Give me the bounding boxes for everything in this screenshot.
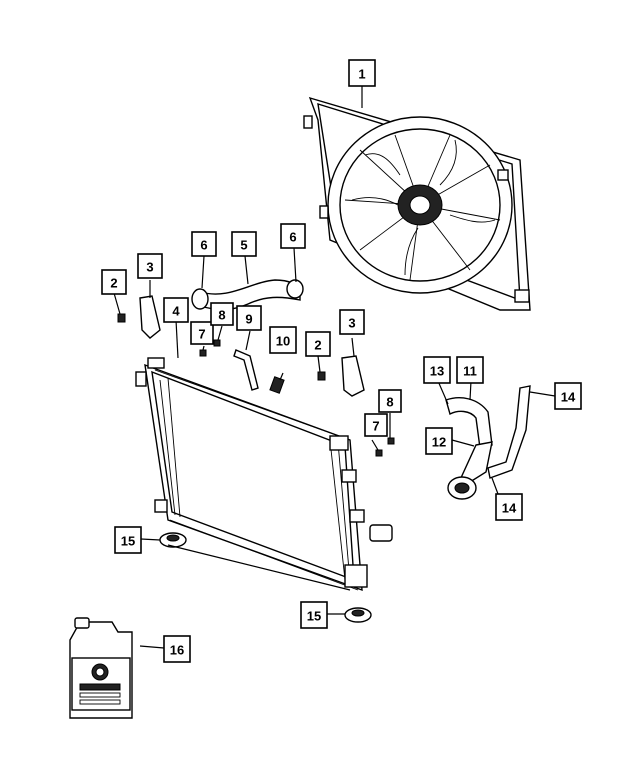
callout-c10: 10 [269, 326, 297, 354]
callout-box [339, 309, 365, 335]
leader-lines [113, 86, 556, 649]
callout-c8a: 8 [210, 302, 234, 326]
callout-box [137, 253, 163, 279]
callout-box [163, 297, 189, 323]
callout-number: 7 [198, 327, 205, 342]
callout-c15b: 15 [300, 601, 328, 629]
callout-c7a: 7 [190, 321, 214, 345]
callout-number: 8 [218, 308, 225, 323]
callout-number: 14 [502, 501, 517, 516]
callout-number: 6 [200, 238, 207, 253]
clip-8b [387, 437, 395, 445]
clip-7b [375, 449, 383, 457]
callout-box [191, 231, 217, 257]
callout-box [456, 356, 484, 384]
callout-c14b: 14 [495, 493, 523, 521]
callout-number: 15 [307, 609, 321, 624]
callout-c2a: 2 [101, 269, 127, 295]
callout-number: 7 [372, 419, 379, 434]
callout-box [231, 231, 257, 257]
callout-box [423, 356, 451, 384]
callout-c1: 1 [348, 59, 376, 87]
callout-number: 9 [245, 312, 252, 327]
callout-box [236, 305, 262, 331]
callout-number: 15 [121, 534, 135, 549]
callout-c3b: 3 [339, 309, 365, 335]
callout-c16: 16 [163, 635, 191, 663]
callout-number: 10 [276, 334, 290, 349]
callout-c13: 13 [423, 356, 451, 384]
callout-number: 8 [386, 395, 393, 410]
callout-box [425, 427, 453, 455]
callout-box [280, 223, 306, 249]
callout-box [269, 326, 297, 354]
callout-box [114, 526, 142, 554]
callout-number: 6 [289, 230, 296, 245]
callout-c5: 5 [231, 231, 257, 257]
bleed-tube-9 [233, 349, 259, 391]
bolt-right [317, 371, 326, 381]
callout-box [300, 601, 328, 629]
fan-shroud [303, 96, 531, 311]
isolator-right [344, 607, 372, 623]
callout-c6a: 6 [191, 231, 217, 257]
drain-plug-10 [269, 376, 285, 394]
callout-c15a: 15 [114, 526, 142, 554]
clip-7a [199, 349, 207, 357]
bolt-left [117, 313, 126, 323]
callout-number: 1 [358, 67, 365, 82]
bracket-left [139, 295, 161, 339]
callout-number: 4 [172, 304, 180, 319]
callout-c7b: 7 [364, 413, 388, 437]
callout-box [305, 331, 331, 357]
callout-c8b: 8 [378, 389, 402, 413]
callout-box [163, 635, 191, 663]
callout-c4: 4 [163, 297, 189, 323]
callout-number: 14 [561, 390, 576, 405]
bracket-right [341, 355, 365, 397]
callout-number: 2 [110, 276, 117, 291]
clip-8a [213, 339, 221, 347]
callout-number: 3 [146, 260, 153, 275]
callout-number: 3 [348, 316, 355, 331]
callout-c2b: 2 [305, 331, 331, 357]
callout-box [378, 389, 402, 413]
callout-number: 2 [314, 338, 321, 353]
callout-box [364, 413, 388, 437]
callout-c6b: 6 [280, 223, 306, 249]
callout-c11: 11 [456, 356, 484, 384]
coolant-jug [69, 617, 133, 719]
isolator-left [159, 532, 187, 548]
callout-number: 16 [170, 643, 184, 658]
callout-c3a: 3 [137, 253, 163, 279]
radiator [135, 357, 393, 592]
upper-hose [191, 279, 304, 311]
callout-box [210, 302, 234, 326]
callout-c12: 12 [425, 427, 453, 455]
callout-c14a: 14 [554, 382, 582, 410]
callout-number: 11 [463, 364, 477, 379]
callout-box [101, 269, 127, 295]
lower-hose-assembly [445, 385, 531, 500]
callout-box [495, 493, 523, 521]
callout-number: 13 [430, 364, 444, 379]
callout-box [348, 59, 376, 87]
callout-number: 5 [240, 238, 247, 253]
callout-box [554, 382, 582, 410]
callout-box [190, 321, 214, 345]
callout-c9: 9 [236, 305, 262, 331]
callout-number: 12 [432, 435, 446, 450]
